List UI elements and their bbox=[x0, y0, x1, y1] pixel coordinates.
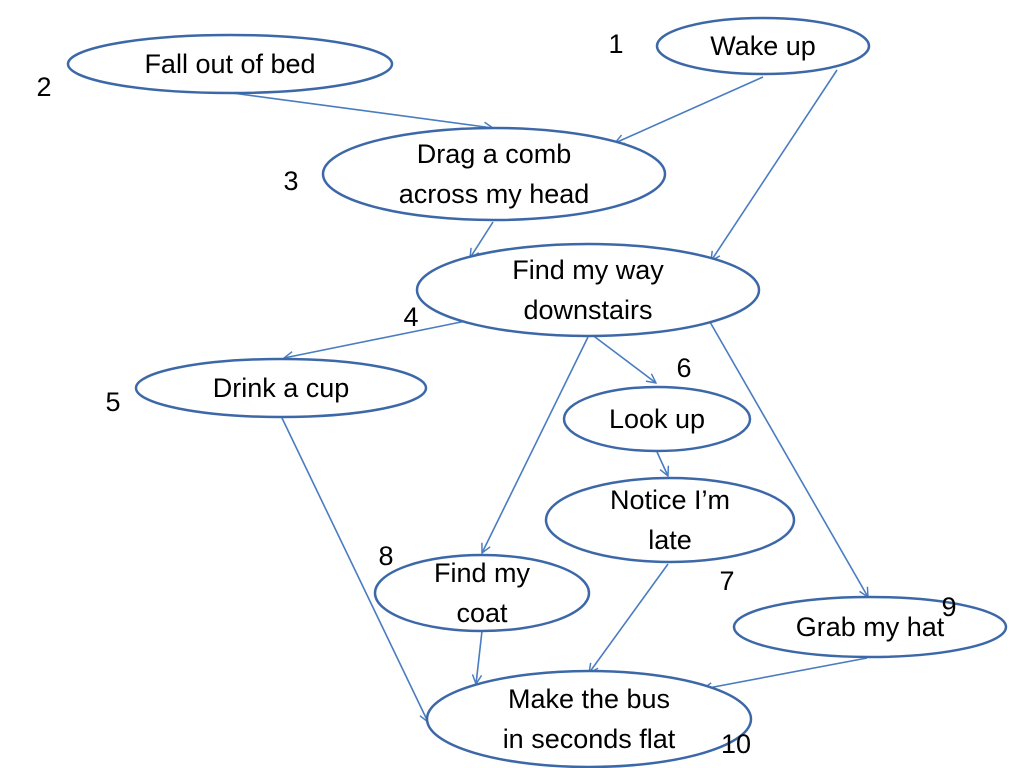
node-ellipse bbox=[66, 33, 394, 95]
node-make-the-bus: Make the bus in seconds flat bbox=[425, 669, 753, 768]
arrow-find-my-coat-to-make-the-bus bbox=[476, 630, 483, 684]
step-number-2: 2 bbox=[36, 72, 51, 102]
node-label: Find my bbox=[434, 558, 531, 588]
node-drink-a-cup: Drink a cup bbox=[134, 357, 428, 419]
node-label: downstairs bbox=[523, 295, 652, 325]
node-ellipse bbox=[732, 595, 1008, 659]
step-number-4: 4 bbox=[403, 302, 418, 332]
node-ellipse bbox=[562, 385, 752, 453]
node-ellipse bbox=[655, 16, 871, 76]
node-notice-im-late: Notice I’m late bbox=[544, 476, 796, 564]
node-ellipse bbox=[544, 476, 796, 564]
node-fall-out-of-bed: Fall out of bed bbox=[66, 33, 394, 95]
node-ellipse bbox=[415, 242, 761, 338]
arrow-fall-out-of-bed-to-drag-a-comb bbox=[231, 92, 493, 128]
node-label: in seconds flat bbox=[503, 724, 676, 754]
arrow-look-up-to-notice-im-late bbox=[656, 451, 668, 476]
arrow-find-my-way-downstairs-to-drink-a-cup bbox=[284, 320, 467, 358]
node-label: late bbox=[648, 525, 692, 555]
node-find-my-coat: Find my coat bbox=[373, 553, 591, 633]
node-label: Drink a cup bbox=[213, 373, 350, 403]
step-numbers: 1 2 3 4 5 6 7 8 9 10 bbox=[36, 29, 956, 759]
node-look-up: Look up bbox=[562, 385, 752, 453]
node-label: Find my way bbox=[512, 255, 664, 285]
node-label: Look up bbox=[609, 404, 705, 434]
arrow-notice-im-late-to-make-the-bus bbox=[589, 563, 669, 673]
step-number-7: 7 bbox=[719, 566, 734, 596]
step-number-10: 10 bbox=[721, 729, 751, 759]
arrow-wake-up-to-find-my-way-downstairs bbox=[711, 69, 838, 261]
node-label: Make the bus bbox=[508, 684, 670, 714]
node-ellipse bbox=[425, 669, 753, 768]
node-grab-my-hat: Grab my hat bbox=[732, 595, 1008, 659]
node-find-my-way-downstairs: Find my way downstairs bbox=[415, 242, 761, 338]
step-number-1: 1 bbox=[608, 29, 623, 59]
node-label: Fall out of bed bbox=[144, 49, 315, 79]
node-ellipse bbox=[134, 357, 428, 419]
node-wake-up: Wake up bbox=[655, 16, 871, 76]
edges bbox=[231, 69, 868, 722]
node-ellipse bbox=[373, 553, 591, 633]
arrow-grab-my-hat-to-make-the-bus bbox=[703, 657, 868, 689]
step-number-6: 6 bbox=[676, 353, 691, 383]
node-label: coat bbox=[456, 598, 508, 628]
arrow-drink-a-cup-to-make-the-bus bbox=[281, 417, 428, 722]
step-number-3: 3 bbox=[283, 166, 298, 196]
node-label: Wake up bbox=[710, 31, 816, 61]
step-number-5: 5 bbox=[105, 387, 120, 417]
node-label: Drag a comb bbox=[417, 139, 572, 169]
step-number-9: 9 bbox=[941, 592, 956, 622]
node-drag-a-comb: Drag a comb across my head bbox=[321, 126, 667, 222]
arrow-find-my-way-downstairs-to-find-my-coat bbox=[482, 336, 589, 553]
node-label: across my head bbox=[399, 179, 590, 209]
step-number-8: 8 bbox=[378, 541, 393, 571]
node-ellipse bbox=[321, 126, 667, 222]
arrow-find-my-way-downstairs-to-grab-my-hat bbox=[709, 321, 868, 597]
arrow-find-my-way-downstairs-to-look-up bbox=[590, 333, 656, 383]
node-label: Notice I’m bbox=[610, 485, 730, 515]
arrow-drag-a-comb-to-find-my-way-downstairs bbox=[470, 221, 494, 258]
arrow-wake-up-to-drag-a-comb bbox=[615, 76, 764, 143]
node-label: Grab my hat bbox=[796, 612, 945, 642]
